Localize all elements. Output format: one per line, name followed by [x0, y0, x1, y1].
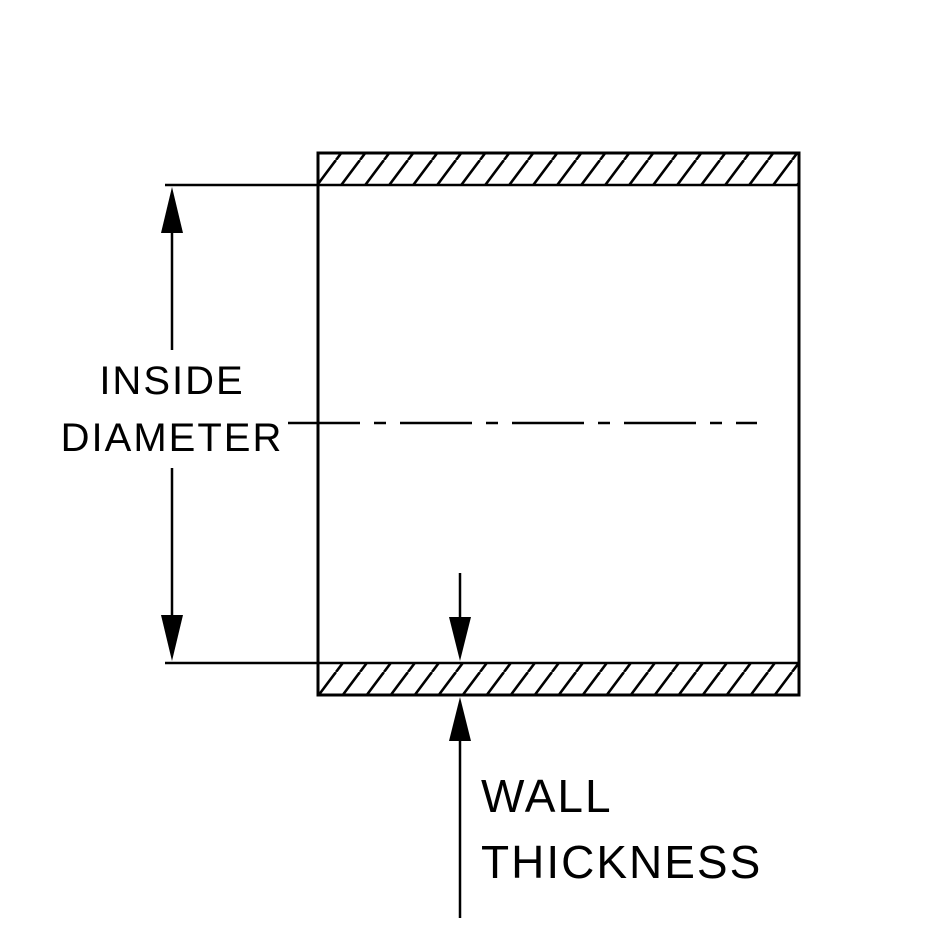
inside-diameter-label-line2: DIAMETER — [61, 416, 284, 460]
inside-diameter-label-line1: INSIDE — [99, 359, 244, 403]
wall-thickness-lower-arrowhead — [449, 697, 471, 741]
wall-thickness-label-line2: THICKNESS — [481, 836, 762, 888]
inside-diameter-bottom-arrowhead — [161, 615, 183, 661]
wall-thickness-upper-arrowhead — [449, 617, 471, 661]
inside-diameter-top-arrowhead — [161, 187, 183, 233]
wall-thickness-label-line1: WALL — [481, 770, 613, 822]
tube-top-wall-hatched — [316, 151, 801, 187]
tube-bottom-wall-hatched — [316, 661, 801, 697]
